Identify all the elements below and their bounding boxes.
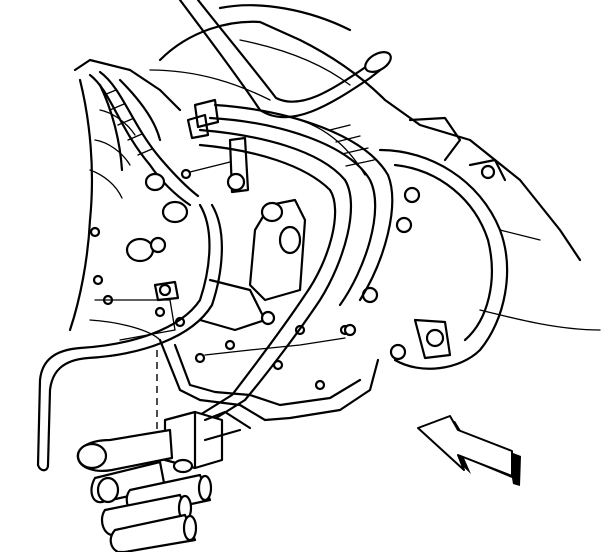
oil-pan [89, 299, 380, 422]
cooler-lines [36, 103, 394, 472]
view-direction-arrow [417, 415, 521, 486]
center-mount [198, 198, 357, 337]
line-clip-bracket [180, 98, 250, 194]
cooler-line-connector [163, 410, 252, 474]
engine-block [68, 58, 200, 332]
tube-fittings [76, 428, 213, 552]
